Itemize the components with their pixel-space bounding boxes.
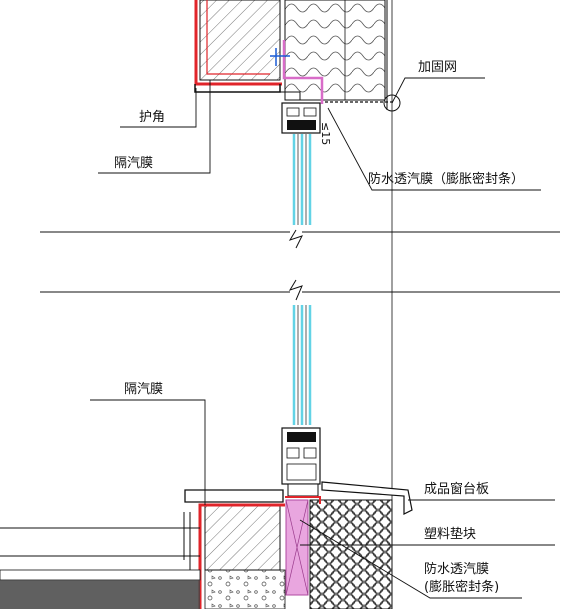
bottom-glass — [292, 305, 312, 425]
top-vapor-barrier-line — [194, 0, 282, 86]
top-insulation — [284, 0, 386, 101]
label-vapor-barrier-bottom: 隔汽膜 — [124, 382, 164, 397]
top-waterproof-membrane-line — [282, 40, 324, 104]
label-waterproof-membrane-top: 防水透汽膜（膨胀密封条） — [368, 172, 525, 187]
label-plastic-spacer: 塑料垫块 — [424, 527, 477, 542]
foundation-concrete — [204, 569, 286, 610]
label-waterproof-membrane-bottom-2: (膨胀密封条) — [424, 580, 500, 595]
top-structural-wall — [199, 0, 281, 81]
top-glass — [292, 134, 312, 225]
label-waterproof-membrane-bottom-1: 防水透汽膜 — [424, 562, 490, 577]
label-corner-guard: 护角 — [139, 110, 166, 125]
label-window-sill: 成品窗台板 — [424, 482, 490, 497]
floor-screed — [0, 569, 201, 581]
bottom-insulation — [309, 499, 393, 610]
label-reinforcement-mesh: 加固网 — [418, 60, 458, 75]
bottom-structural-wall — [204, 504, 281, 571]
slope-annotation: ≤15 — [319, 122, 332, 146]
window-sill-board — [184, 489, 284, 503]
label-vapor-barrier-top: 隔汽膜 — [114, 156, 154, 171]
